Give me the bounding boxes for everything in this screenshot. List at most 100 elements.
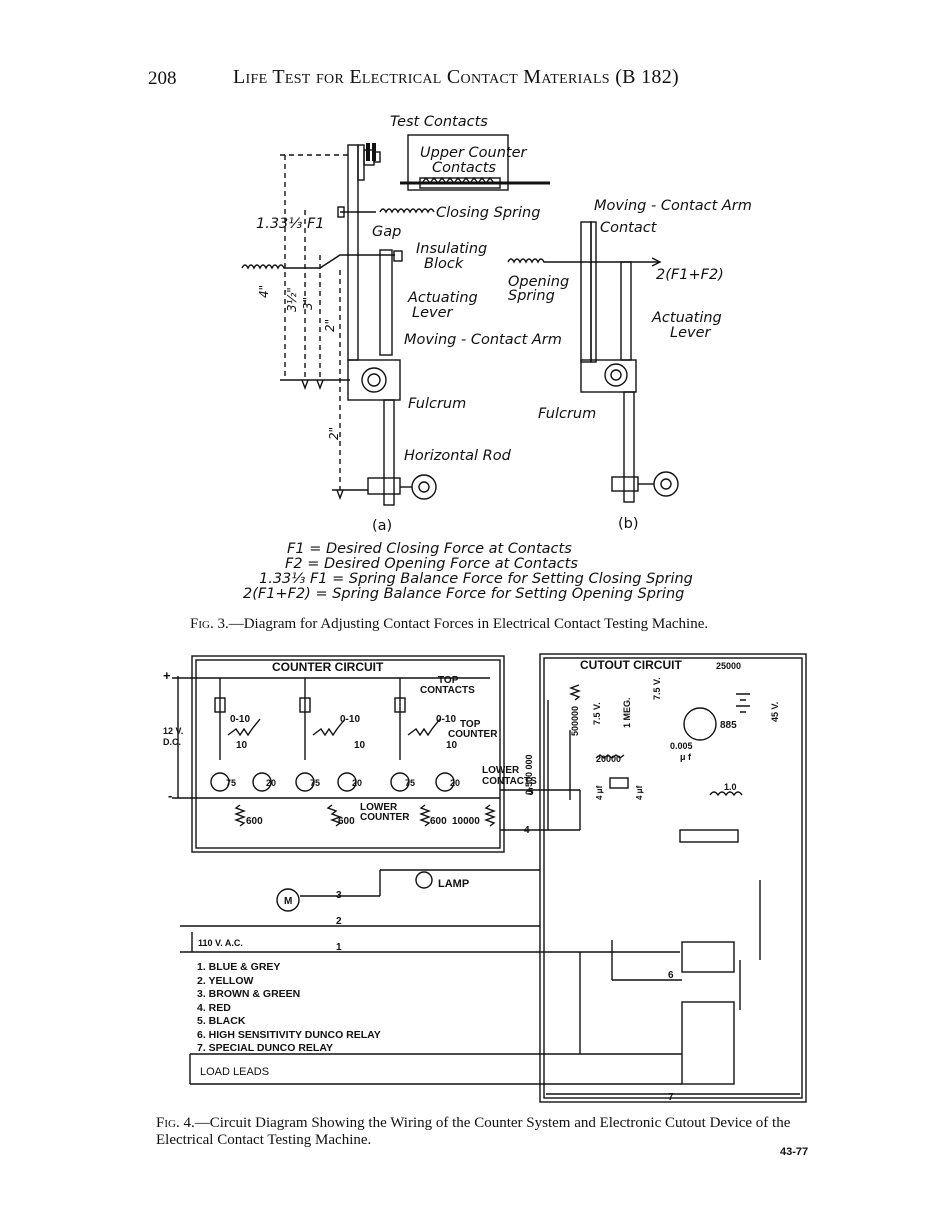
label-actuating-a-2: Lever (412, 305, 454, 321)
legend-row: 1.33⅓ F1 = Spring Balance Force for Sett… (259, 571, 693, 587)
label-ac: 110 V. A.C. (198, 938, 243, 948)
label-gap: Gap (372, 224, 401, 240)
label-plus: + (163, 668, 171, 683)
label-r-10000: 10000 (452, 816, 480, 827)
wire-num-4: 4 (524, 825, 530, 836)
dim-3: 3" (301, 297, 315, 310)
horizontal-rod-b (653, 471, 679, 497)
label-fulcrum-b: Fulcrum (538, 406, 596, 422)
lamp (415, 871, 433, 889)
label-sub-b: (b) (618, 516, 639, 532)
label-top-counter-2: COUNTER (448, 729, 498, 740)
relay-top (679, 829, 739, 843)
label-r-20000: 20000 (596, 754, 621, 764)
label-insulating-2: Block (424, 256, 464, 272)
label-insulating-1: Insulating (416, 241, 487, 257)
wire-item: 2. YELLOW (197, 974, 254, 987)
label-fulcrum-a: Fulcrum (408, 396, 466, 412)
label-counter-circuit: COUNTER CIRCUIT (272, 660, 384, 674)
label-lower-counter-2: COUNTER (360, 812, 410, 823)
dim-3-5: 3½" (285, 287, 299, 312)
fulcrum-block-b (580, 359, 637, 393)
dim-4: 4" (257, 285, 271, 298)
label-upper-counter-2: Contacts (432, 160, 496, 176)
label-horizontal-rod: Horizontal Rod (404, 448, 512, 464)
label-v-45: 45 V. (770, 702, 780, 722)
label-r-0-10-b: 0-10 (340, 714, 360, 725)
label-top-contacts-2: CONTACTS (420, 685, 475, 696)
label-r-1-0: 1.0 (724, 782, 737, 792)
label-r-25000: 25000 (716, 661, 741, 671)
label-r-600-a: 600 (246, 816, 263, 827)
label-r-20-c: 20 (450, 778, 460, 788)
moving-contact-arm-b (580, 221, 592, 363)
tube-885 (683, 707, 717, 741)
wire-color-list: 1. BLUE & GREY 2. YELLOW 3. BROWN & GREE… (197, 961, 381, 1056)
label-upper-counter-1: Upper Counter (420, 145, 527, 161)
moving-contact-arm-a (347, 144, 359, 361)
label-r-600-c: 600 (430, 816, 447, 827)
label-sub-a: (a) (372, 518, 392, 534)
label-dc-2: D.C. (163, 737, 181, 747)
horizontal-rod-a (411, 474, 437, 500)
label-v-7-5-a: 7.5 V. (592, 702, 602, 725)
label-top-counter-1: TOP (460, 719, 481, 730)
label-force-b: 2(F1+F2) (656, 267, 724, 283)
label-contact: Contact (600, 220, 658, 236)
label-opening-2: Spring (508, 288, 555, 304)
label-lower-contacts-2: CONTACTS (482, 776, 537, 787)
label-lower-contacts-1: LOWER (482, 765, 520, 776)
label-actuating-a-1: Actuating (407, 290, 478, 306)
label-r-1meg: 1 MEG. (622, 697, 632, 728)
footer-code: 43-77 (780, 1146, 809, 1158)
label-r-0-500000: 0-500 000 (524, 754, 534, 795)
label-cutout-circuit: CUTOUT CIRCUIT (580, 658, 682, 672)
label-moving-arm-b: Moving - Contact Arm (594, 198, 752, 214)
fulcrum-b (604, 363, 628, 387)
label-v-7-5-b: 7.5 V. (652, 677, 662, 700)
label-r-20-b: 20 (352, 778, 362, 788)
label-r-20-a: 20 (266, 778, 276, 788)
wire-num-5: 5 (528, 787, 534, 798)
upper-counter-box (407, 134, 509, 191)
legend-row: F1 = Desired Closing Force at Contacts (287, 541, 572, 557)
label-cap-0005: 0.005 (670, 741, 693, 751)
cutout-circuit-box (539, 653, 807, 1103)
wire-num-6: 6 (668, 970, 674, 981)
motor (276, 888, 300, 912)
label-force-a: 1.33⅓ F1 (256, 216, 325, 232)
label-cap-4uf-b: 4 μf (635, 785, 644, 800)
label-tube-885: 885 (720, 720, 737, 731)
relay-7 (681, 1001, 735, 1085)
label-motor: M (284, 896, 292, 907)
label-minus: - (168, 788, 172, 803)
label-lamp: LAMP (438, 878, 469, 890)
wire-num-7: 7 (668, 1092, 674, 1103)
wire-item: 5. BLACK (197, 1015, 246, 1027)
wire-item: 1. BLUE & GREY (197, 961, 281, 973)
fulcrum-a (361, 367, 387, 393)
wire-item: 6. HIGH SENSITIVITY DUNCO RELAY (197, 1028, 381, 1041)
wire-num-3: 3 (336, 890, 342, 901)
label-r-600-b: 600 (338, 816, 355, 827)
label-r-75-b: 75 (310, 778, 320, 788)
label-opening-1: Opening (508, 274, 569, 290)
figure-3-caption: Fig. 3.—Diagram for Adjusting Contact Fo… (190, 616, 709, 632)
legend-row: 2(F1+F2) = Spring Balance Force for Sett… (243, 586, 685, 602)
wire-item: 4. RED (197, 1001, 231, 1014)
label-r-0-10-a: 0-10 (230, 714, 250, 725)
label-uf: μ f (680, 752, 692, 762)
label-closing-spring: Closing Spring (436, 205, 540, 221)
label-r-10-c: 10 (446, 740, 458, 751)
dim-2a: 2" (323, 319, 337, 332)
wire-item: 7. SPECIAL DUNCO RELAY (197, 1042, 333, 1054)
label-r-10-a: 10 (236, 740, 248, 751)
label-moving-arm-a: Moving - Contact Arm (404, 332, 562, 348)
label-top-contacts-1: TOP (438, 675, 459, 686)
legend-row: F2 = Desired Opening Force at Contacts (285, 556, 578, 572)
label-r-10-b: 10 (354, 740, 366, 751)
running-title: Life Test for Electrical Contact Materia… (233, 66, 679, 88)
label-cap-4uf-a: 4 μf (595, 785, 604, 800)
